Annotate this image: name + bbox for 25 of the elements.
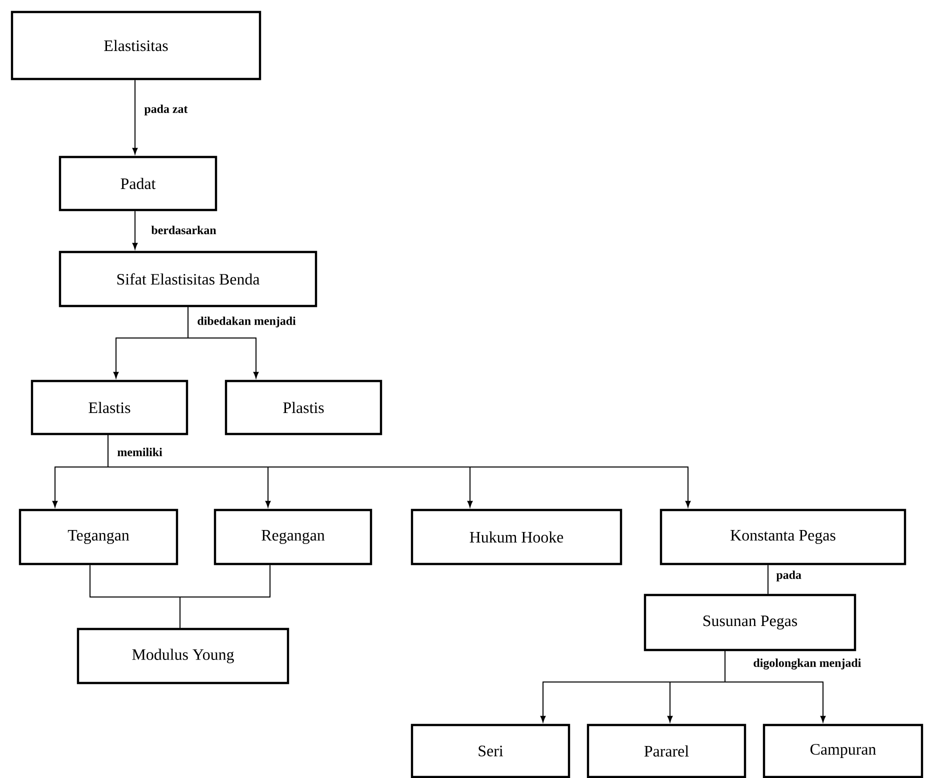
concept-box: Padat <box>58 156 218 212</box>
concept-box: Seri <box>410 724 570 778</box>
concept-box: Hukum Hooke <box>410 508 622 566</box>
concept-box: Sifat Elastisitas Benda <box>58 250 318 308</box>
concept-box: Susunan Pegas <box>644 594 856 652</box>
concept-box: Konstanta Pegas <box>660 508 906 566</box>
connector-arrow <box>724 650 826 722</box>
concept-box: Elastisitas <box>10 10 262 80</box>
concept-box: Tegangan <box>18 508 178 566</box>
edge-label: berdasarkan <box>150 224 218 236</box>
edge-label: pada zat <box>143 104 189 116</box>
connector-arrow <box>132 80 138 154</box>
edge-label: digolongkan menjadi <box>752 658 862 670</box>
edge-label: pada <box>775 570 802 582</box>
concept-box: Regangan <box>214 508 372 566</box>
concept-box: Pararel <box>586 724 746 778</box>
edge-label: memiliki <box>116 446 164 458</box>
concept-box: Modulus Young <box>76 628 290 684</box>
connector-arrow <box>132 210 138 250</box>
concept-box: Elastis <box>30 380 188 436</box>
concept-box: Campuran <box>762 724 924 778</box>
connector-arrow <box>108 434 691 508</box>
edge-label: dibedakan menjadi <box>196 316 297 328</box>
connector-arrow <box>188 306 259 378</box>
concept-box: Plastis <box>224 380 382 436</box>
